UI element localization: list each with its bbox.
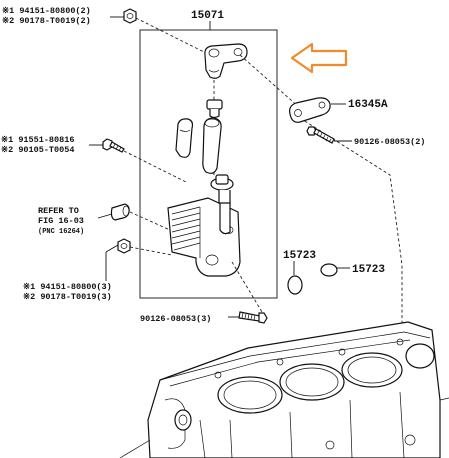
assembly-box — [139, 21, 278, 299]
label-oring-2: 15723 — [352, 264, 385, 276]
label-low-left-2: ※2 90178-T0019(3) — [23, 292, 112, 302]
bolt-right — [306, 126, 352, 144]
sleeve-refer — [97, 203, 130, 221]
label-mid-left-1: ※1 91551-80816 — [1, 135, 74, 145]
oring-1 — [287, 261, 303, 295]
label-low-left-1: ※1 94151-80800(3) — [23, 282, 112, 292]
bolt-bottom — [228, 311, 268, 324]
gasket-16345a — [289, 97, 346, 123]
hose-left — [175, 118, 194, 158]
orange-arrow-icon — [290, 42, 348, 74]
oil-cooler — [167, 197, 241, 277]
leader-nut-top — [135, 17, 211, 56]
engine-block — [119, 321, 449, 458]
label-top-left-2: ※2 90178-T0019(2) — [2, 16, 91, 26]
label-bolt-bottom: 90126-08053(3) — [140, 314, 211, 324]
union-fitting — [206, 99, 223, 119]
leader-gasket — [239, 54, 301, 109]
label-refer-1: REFER TO — [38, 206, 79, 216]
label-bolt-right: 90126-08053(2) — [354, 137, 425, 147]
label-mid-left-2: ※2 90105-T0054 — [1, 145, 74, 155]
leader-right-long — [299, 117, 403, 330]
label-assembly: 15071 — [191, 10, 224, 22]
hose-right — [202, 117, 222, 174]
nut-top-left — [110, 8, 137, 24]
bolt-mid-left — [89, 138, 125, 153]
label-top-left-1: ※1 94151-80800(2) — [2, 6, 91, 16]
oring-2 — [320, 263, 350, 277]
label-gasket: 16345A — [348, 99, 388, 111]
label-refer-2: FIG 16-03 — [38, 216, 84, 226]
label-refer-3: (PNC 16264) — [38, 228, 84, 236]
nut-low-left — [105, 238, 131, 281]
label-oring-1: 15723 — [283, 250, 316, 262]
clamp-fitting — [210, 174, 234, 206]
flange-fitting — [204, 43, 248, 79]
